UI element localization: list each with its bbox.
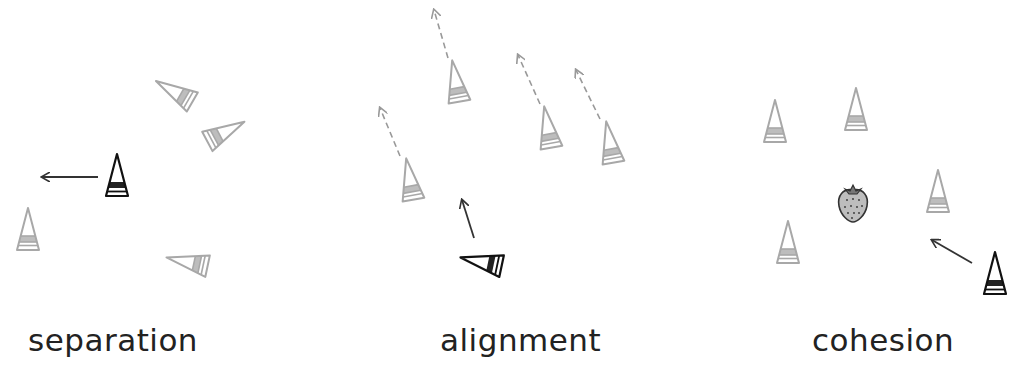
panel-caption: alignment (440, 322, 601, 358)
strawberry-icon (839, 185, 868, 222)
panel-caption: cohesion (812, 322, 954, 358)
alignment-panel (380, 10, 624, 277)
cohesion-panel (764, 88, 1006, 294)
panel-caption: separation (28, 322, 198, 358)
separation-panel (17, 71, 250, 276)
